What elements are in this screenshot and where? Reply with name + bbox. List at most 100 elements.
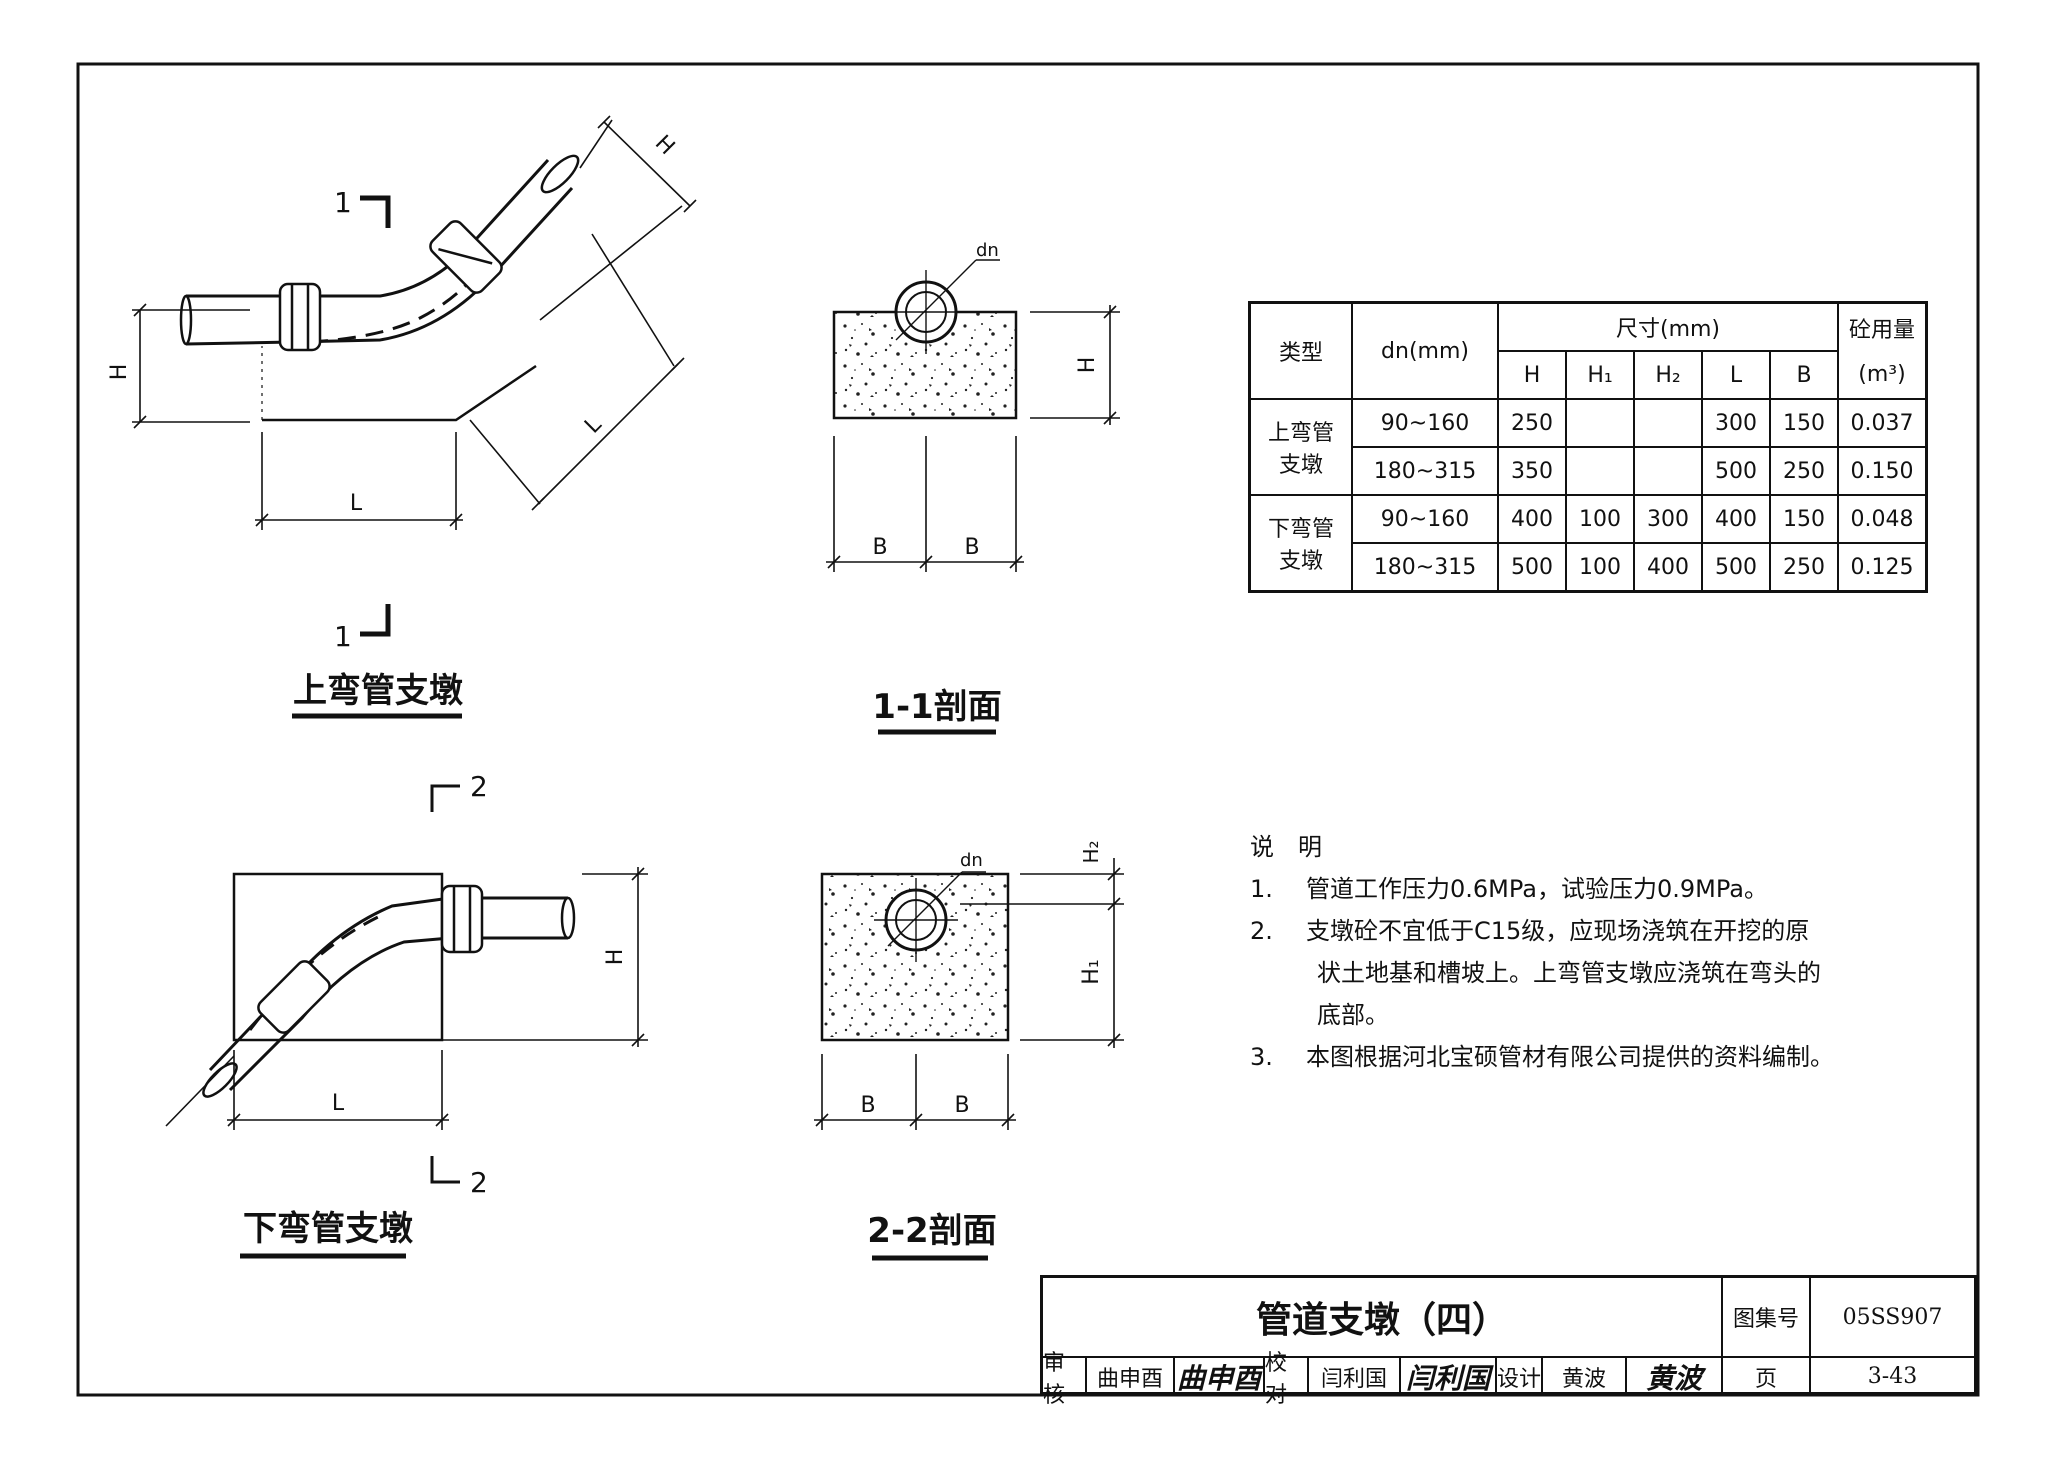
cell-h: 350 bbox=[1497, 446, 1567, 496]
type-cell-lower: 下弯管 支墩 bbox=[1248, 494, 1353, 593]
lower-bend-drawing: H L 2 2 下弯管支墩 bbox=[165, 770, 648, 1259]
cell-l: 300 bbox=[1701, 398, 1771, 448]
note-text: 支墩砼不宜低于C15级，应现场浇筑在开挖的原 bbox=[1306, 917, 1810, 945]
section-2-2-dim-h2: H₂ bbox=[1079, 840, 1103, 863]
lower-bend-title: 下弯管支墩 bbox=[243, 1209, 413, 1249]
cell-l: 400 bbox=[1701, 494, 1771, 544]
cell-h2: 400 bbox=[1633, 542, 1703, 593]
type-lower-line1: 下弯管 bbox=[1267, 517, 1334, 542]
note-item: 1. 管道工作压力0.6MPa，试验压力0.9MPa。 bbox=[1250, 868, 1850, 910]
section-1-1-dim-h: H bbox=[1075, 357, 1100, 374]
upper-pipe-hidden bbox=[309, 269, 482, 344]
upper-dim-l-diag: L bbox=[580, 412, 607, 439]
upper-bend-title: 上弯管支墩 bbox=[293, 671, 463, 711]
table-header-row-2: H H₁ H₂ L B (m³) bbox=[1250, 350, 1928, 400]
title-block: 管道支墩（四） 图集号 05SS907 审核 曲申酉 曲申酉 校对 闫利国 闫利… bbox=[1040, 1275, 1977, 1408]
cell-h: 400 bbox=[1497, 494, 1567, 544]
cell-l: 500 bbox=[1701, 542, 1771, 593]
cell-dn: 90~160 bbox=[1351, 494, 1499, 544]
page-number: 3-43 bbox=[1867, 1364, 1918, 1389]
check-label: 校对 bbox=[1265, 1351, 1309, 1408]
note-number: 1. bbox=[1250, 875, 1273, 903]
section-1-1-dn-label: dn bbox=[976, 240, 999, 261]
designer-name: 黄波 bbox=[1543, 1358, 1627, 1395]
cell-concrete: 0.048 bbox=[1837, 494, 1928, 544]
section-2-2-drawing: dn H₂ H₁ B B 2-2剖面 bbox=[814, 840, 1124, 1261]
cell-h2: 300 bbox=[1633, 494, 1703, 544]
cell-concrete: 0.150 bbox=[1837, 446, 1928, 496]
review-label: 审核 bbox=[1043, 1351, 1087, 1408]
cell-b: 150 bbox=[1769, 494, 1839, 544]
cell-concrete: 0.125 bbox=[1837, 542, 1928, 593]
note-item: 3. 本图根据河北宝硕管材有限公司提供的资料编制。 bbox=[1250, 1036, 1850, 1078]
upper-dim-h-diag: H bbox=[650, 131, 679, 160]
upper-dim-l-bottom: L bbox=[350, 491, 363, 516]
upper-dim-h-left: H bbox=[107, 364, 132, 381]
note-item: 2. 支墩砼不宜低于C15级，应现场浇筑在开挖的原 bbox=[1250, 910, 1850, 952]
th-h: H bbox=[1497, 350, 1567, 400]
reviewer-signature: 曲申酉 bbox=[1175, 1358, 1265, 1395]
upper-pipe-bottom bbox=[185, 186, 574, 346]
cell-b: 150 bbox=[1769, 398, 1839, 448]
section-2-2-dim-b-right: B bbox=[954, 1093, 969, 1118]
cell-h1: 100 bbox=[1565, 494, 1635, 544]
lower-section-mark-bottom: 2 bbox=[470, 1166, 488, 1199]
cell-h1: 100 bbox=[1565, 542, 1635, 593]
design-label: 设计 bbox=[1497, 1358, 1543, 1395]
th-concrete: 砼用量 bbox=[1837, 301, 1928, 351]
atlas-number: 05SS907 bbox=[1811, 1278, 1974, 1358]
th-l: L bbox=[1701, 350, 1771, 400]
cell-b: 250 bbox=[1769, 446, 1839, 496]
cell-dn: 180~315 bbox=[1351, 446, 1499, 496]
note-text-cont: 底部。 bbox=[1317, 1001, 1389, 1029]
type-lower-line2: 支墩 bbox=[1278, 549, 1323, 574]
upper-section-mark-top: 1 bbox=[334, 186, 352, 219]
notes: 说明 1. 管道工作压力0.6MPa，试验压力0.9MPa。 2. 支墩砼不宜低… bbox=[1250, 826, 1850, 1078]
spec-table: 类型 dn(mm) 尺寸(mm) 砼用量 H H₁ H₂ L B (m³) 上弯… bbox=[1248, 301, 1928, 593]
lower-support-outline bbox=[232, 872, 444, 1042]
drawing-title: 管道支墩（四） bbox=[1043, 1278, 1723, 1358]
lower-dim-l: L bbox=[332, 1091, 345, 1116]
note-text-cont: 状土地基和槽坡上。上弯管支墩应浇筑在弯头的 bbox=[1317, 959, 1821, 987]
section-1-1-dim-b-left: B bbox=[872, 535, 887, 560]
th-b: B bbox=[1769, 350, 1839, 400]
type-upper-line1: 上弯管 bbox=[1267, 421, 1334, 446]
page-label: 页 bbox=[1723, 1358, 1811, 1395]
section-2-2-dim-b-left: B bbox=[860, 1093, 875, 1118]
cell-dn: 90~160 bbox=[1351, 398, 1499, 448]
table-header-row-1: 类型 dn(mm) 尺寸(mm) 砼用量 bbox=[1248, 301, 1928, 400]
atlas-label: 图集号 bbox=[1723, 1278, 1811, 1358]
checker-name: 闫利国 bbox=[1309, 1358, 1401, 1395]
th-size: 尺寸(mm) bbox=[1497, 301, 1839, 352]
table-row: 180~315 350 500 250 0.150 bbox=[1250, 446, 1928, 496]
table-row: 下弯管 支墩 90~160 400 100 300 400 150 0.048 bbox=[1248, 494, 1928, 593]
section-1-1-title: 1-1剖面 bbox=[872, 687, 1001, 727]
th-type: 类型 bbox=[1248, 301, 1353, 400]
note-text: 本图根据河北宝硕管材有限公司提供的资料编制。 bbox=[1306, 1043, 1834, 1071]
cell-h1 bbox=[1565, 398, 1635, 448]
table-row: 180~315 500 100 400 500 250 0.125 bbox=[1250, 542, 1928, 593]
cell-h2 bbox=[1633, 398, 1703, 448]
cell-h2 bbox=[1633, 446, 1703, 496]
lower-section-mark-top: 2 bbox=[470, 770, 488, 803]
cell-h: 500 bbox=[1497, 542, 1567, 593]
sheet-border bbox=[76, 62, 1980, 1397]
section-1-1-dim-b-right: B bbox=[964, 535, 979, 560]
note-number: 2. bbox=[1250, 917, 1273, 945]
section-2-2-dim-h1: H₁ bbox=[1079, 959, 1104, 984]
notes-heading: 说明 bbox=[1250, 833, 1346, 861]
table-row: 上弯管 支墩 90~160 250 300 150 0.037 bbox=[1248, 398, 1928, 496]
type-cell-upper: 上弯管 支墩 bbox=[1248, 398, 1353, 496]
section-2-2-dn-label: dn bbox=[960, 850, 983, 871]
cell-dn: 180~315 bbox=[1351, 542, 1499, 593]
reviewer-name: 曲申酉 bbox=[1087, 1358, 1175, 1395]
cell-h: 250 bbox=[1497, 398, 1567, 448]
note-number: 3. bbox=[1250, 1043, 1273, 1071]
section-2-2-title: 2-2剖面 bbox=[867, 1211, 996, 1251]
cell-l: 500 bbox=[1701, 446, 1771, 496]
checker-signature: 闫利国 bbox=[1401, 1358, 1497, 1395]
cell-h1 bbox=[1565, 446, 1635, 496]
upper-section-mark-bottom: 1 bbox=[334, 620, 352, 653]
type-upper-line2: 支墩 bbox=[1278, 453, 1323, 478]
